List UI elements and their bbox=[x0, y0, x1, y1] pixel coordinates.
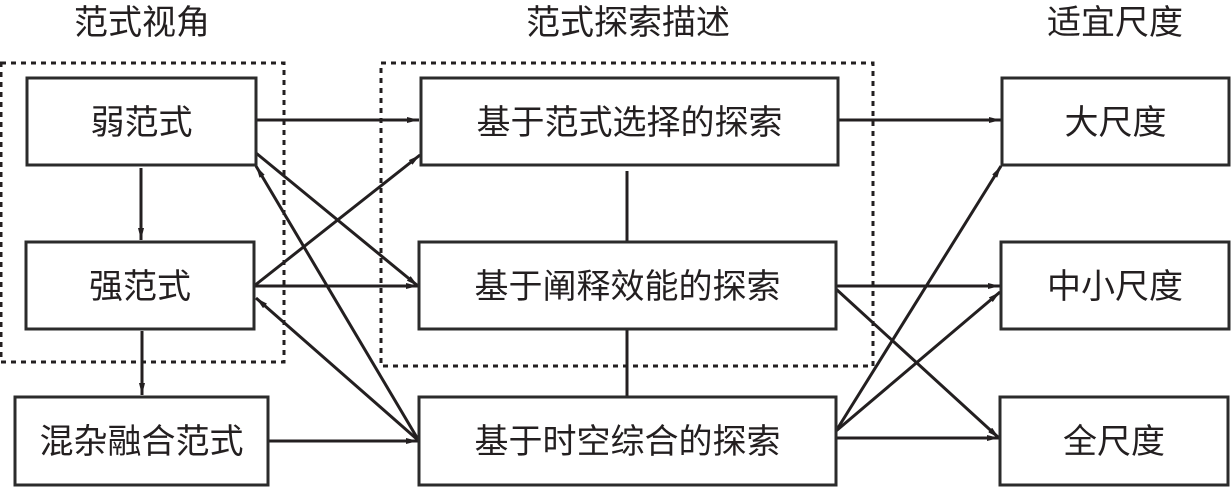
node-large-scale[interactable]: 大尺度 bbox=[1000, 76, 1231, 167]
arrow-spatiotemporal-to-medium_small bbox=[835, 290, 1001, 433]
edges-layer bbox=[138, 117, 1003, 444]
arrow-spatiotemporal-to-weak bbox=[254, 165, 421, 442]
arrow-spatiotemporal-to-strong bbox=[255, 296, 420, 443]
node-weak-paradigm[interactable]: 弱范式 bbox=[25, 76, 258, 167]
node-medium-small-scale[interactable]: 中小尺度 bbox=[999, 240, 1231, 331]
node-strong-paradigm[interactable]: 强范式 bbox=[24, 240, 256, 331]
node-label: 大尺度 bbox=[1065, 103, 1167, 143]
node-explanation-exploration[interactable]: 基于阐释效能的探索 bbox=[417, 240, 838, 331]
node-hybrid-paradigm[interactable]: 混杂融合范式 bbox=[13, 395, 270, 487]
column-title-exploration: 范式探索描述 bbox=[526, 3, 730, 43]
node-label: 基于范式选择的探索 bbox=[477, 103, 783, 143]
column-title-perspective: 范式视角 bbox=[74, 3, 210, 43]
node-selection-exploration[interactable]: 基于范式选择的探索 bbox=[419, 76, 840, 167]
node-label: 基于阐释效能的探索 bbox=[475, 267, 781, 307]
node-label: 全尺度 bbox=[1063, 422, 1165, 462]
arrow-spatiotemporal-to-large bbox=[834, 165, 1003, 432]
arrow-strong-to-select bbox=[253, 153, 421, 288]
node-label: 混杂融合范式 bbox=[40, 422, 244, 462]
column-title-scale: 适宜尺度 bbox=[1047, 3, 1183, 43]
node-label: 基于时空综合的探索 bbox=[475, 422, 781, 462]
node-label: 弱范式 bbox=[91, 103, 193, 143]
node-spatiotemporal-exploration[interactable]: 基于时空综合的探索 bbox=[417, 395, 838, 487]
node-full-scale[interactable]: 全尺度 bbox=[998, 395, 1230, 487]
node-label: 强范式 bbox=[89, 267, 191, 307]
node-label: 中小尺度 bbox=[1047, 267, 1183, 307]
